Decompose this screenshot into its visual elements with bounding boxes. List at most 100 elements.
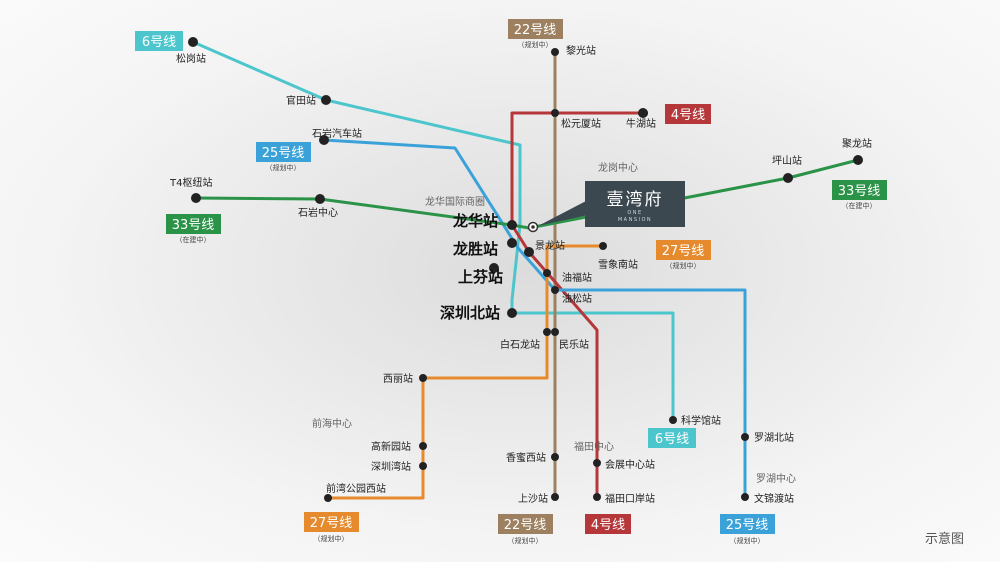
label-songyuansha: 松元厦站	[561, 117, 601, 130]
label-huizhan: 会展中心站	[605, 458, 655, 471]
line-4-badge-bottom[interactable]	[585, 514, 631, 534]
station-dot-longhua[interactable]	[507, 220, 517, 230]
label-shenzhenbei: 深圳北站	[440, 304, 500, 322]
label-wenjindu: 文锦渡站	[754, 492, 794, 505]
station-dot-kexueguan[interactable]	[669, 416, 677, 424]
station-dot-shangfen[interactable]	[489, 263, 499, 273]
line-6-badge-top-label: 6号线	[142, 35, 176, 50]
line-27-badge-bottom[interactable]	[304, 512, 359, 532]
line-27-badge-top[interactable]	[656, 240, 711, 260]
label-longsheng: 龙胜站	[452, 240, 498, 258]
station-dot-liguang[interactable]	[551, 48, 559, 56]
station-dot-shiyanqiche[interactable]	[319, 135, 329, 145]
station-dot-luohubei[interactable]	[741, 433, 749, 441]
line-33-badge-right[interactable]	[832, 180, 887, 200]
area-futian: 福田中心	[574, 440, 614, 453]
line-27-badge-top-label: 27号线	[662, 244, 705, 259]
station-dot-jinglong[interactable]	[524, 247, 534, 257]
label-t4hub: T4枢纽站	[169, 176, 212, 189]
station-dot-wenjindu[interactable]	[741, 493, 749, 501]
area-qianhai: 前海中心	[312, 417, 352, 430]
label-shangsha: 上沙站	[518, 492, 548, 505]
station-dot-songyuansha[interactable]	[551, 109, 559, 117]
label-xuexiangnan: 雪象南站	[598, 258, 638, 271]
station-dot-qianwan[interactable]	[324, 494, 332, 502]
label-songgang: 松岗站	[176, 52, 206, 65]
label-julong: 聚龙站	[842, 137, 872, 150]
label-minle: 民乐站	[559, 338, 589, 351]
project-marker[interactable]: 壹湾府 ONE MANSION	[527, 181, 686, 233]
label-shiyanzhongxin: 石岩中心	[298, 206, 338, 219]
line-25-badge-bottom-label: 25号线	[726, 518, 769, 533]
project-name: 壹湾府	[607, 190, 664, 210]
station-dot-futiankouan[interactable]	[593, 493, 601, 501]
line-27-note-bottom: （规划中）	[314, 534, 349, 543]
label-qianwan: 前湾公园西站	[326, 482, 386, 495]
station-dot-huizhan[interactable]	[593, 459, 601, 467]
line-4-badge-top-label: 4号线	[671, 108, 705, 123]
label-longhua: 龙华站	[452, 212, 498, 230]
area-luohu: 罗湖中心	[756, 472, 796, 485]
line-33-path	[195, 158, 859, 230]
station-dot-songgang[interactable]	[188, 37, 198, 47]
station-dot-pingshan[interactable]	[783, 173, 793, 183]
line-25-badge-bottom[interactable]	[720, 514, 775, 534]
station-dot-xiangmixi[interactable]	[551, 453, 559, 461]
label-liguang: 黎光站	[566, 44, 596, 57]
line-6-badge-bottom[interactable]	[648, 428, 696, 448]
station-dot-shiyanzhongxin[interactable]	[315, 194, 325, 204]
callout-pointer	[538, 200, 588, 226]
station-dot-shangsha[interactable]	[551, 493, 559, 501]
line-27-badge-bottom-label: 27号线	[310, 516, 353, 531]
line-22-badge-top[interactable]	[508, 19, 563, 39]
line-22-badge-top-label: 22号线	[514, 23, 557, 38]
line-25-badge-top[interactable]	[256, 142, 311, 162]
station-dot-julong[interactable]	[853, 155, 863, 165]
station-dot-yousong[interactable]	[551, 286, 559, 294]
station-dot-baishilong[interactable]	[543, 328, 551, 336]
label-futiankouan: 福田口岸站	[605, 492, 655, 505]
line-27-path	[328, 244, 603, 500]
station-dot-xuexiangnan[interactable]	[599, 242, 607, 250]
line-22-badge-bottom[interactable]	[498, 514, 553, 534]
line-25-path	[323, 138, 747, 500]
station-dot-t4hub[interactable]	[191, 193, 201, 203]
station-dot-niuhu[interactable]	[638, 108, 648, 118]
line-4-badge-bottom-label: 4号线	[591, 518, 625, 533]
label-shiyanqiche: 石岩汽车站	[312, 127, 362, 140]
line-6-path	[192, 40, 675, 420]
line-33-note-left: （在建中）	[176, 235, 211, 244]
station-dot-guantian[interactable]	[321, 95, 331, 105]
line-25-note-bottom: （规划中）	[730, 536, 765, 545]
line-22-note-top: （规划中）	[518, 40, 553, 49]
label-youfu: 油福站	[562, 271, 592, 284]
label-shangfen: 上芬站	[458, 268, 503, 286]
station-dot-youfu[interactable]	[543, 269, 551, 277]
project-sub-1: ONE	[627, 210, 642, 216]
label-guantian: 官田站	[286, 94, 316, 107]
line-27-note-top: （规划中）	[666, 261, 701, 270]
station-dot-longsheng[interactable]	[507, 238, 517, 248]
station-dot-xili[interactable]	[419, 374, 427, 382]
line-4-badge-top[interactable]	[665, 104, 711, 124]
station-dot-shenzhenwan[interactable]	[419, 462, 427, 470]
legend-schematic: 示意图	[925, 531, 964, 547]
line-25-badge-top-label: 25号线	[262, 146, 305, 161]
area-longhuaguoji: 龙华国际商圈	[425, 195, 485, 208]
station-dot-gaoxinyuan[interactable]	[419, 442, 427, 450]
line-6-badge-top[interactable]	[135, 31, 183, 51]
line-33-note-right: （在建中）	[842, 201, 877, 210]
label-shenzhenwan: 深圳湾站	[371, 460, 411, 473]
station-dot-shenzhenbei[interactable]	[507, 308, 517, 318]
label-gaoxinyuan: 高新园站	[371, 440, 411, 453]
station-dot-minle[interactable]	[551, 328, 559, 336]
label-yousong: 油松站	[562, 292, 592, 305]
line-33-badge-left[interactable]	[166, 214, 221, 234]
project-sub-2: MANSION	[618, 217, 652, 223]
label-kexueguan: 科学馆站	[681, 414, 721, 427]
line-33-badge-right-label: 33号线	[838, 184, 881, 199]
label-xili: 西丽站	[383, 372, 413, 385]
label-baishilong: 白石龙站	[500, 338, 540, 351]
